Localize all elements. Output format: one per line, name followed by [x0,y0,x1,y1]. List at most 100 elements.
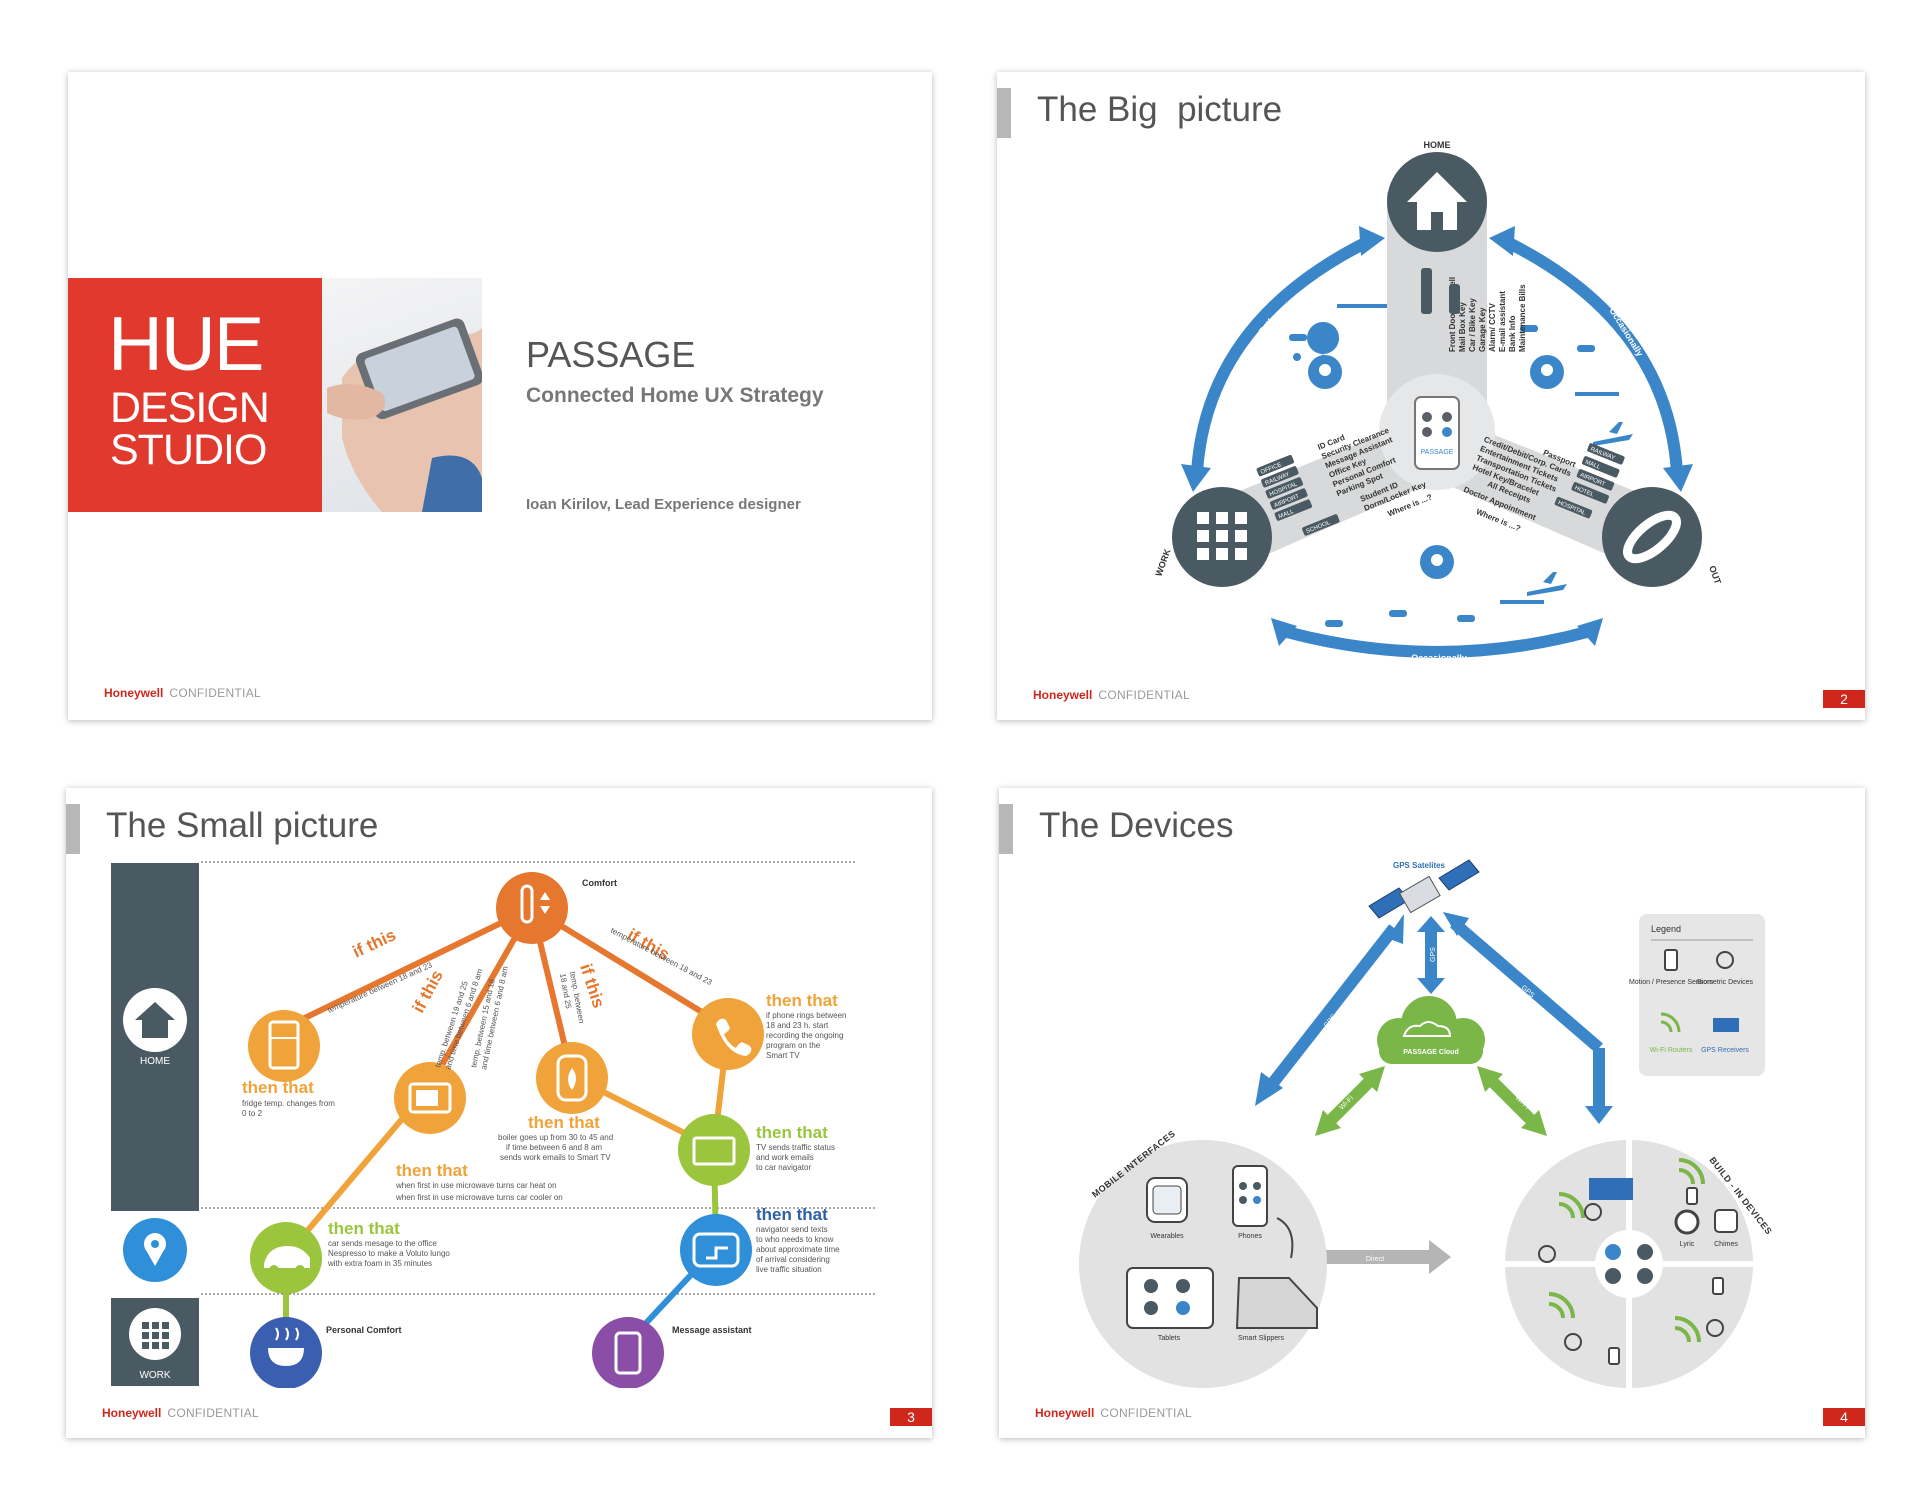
then-that-label: then that [242,1078,314,1097]
arrow-head [1443,912,1469,936]
action-text: TV sends traffic status [756,1143,835,1152]
home-item: Car / Bike Key [1468,298,1477,352]
office-building-icon [142,1322,169,1349]
then-that-label: then that [756,1123,828,1142]
footer: Honeywell CONFIDENTIAL [1033,688,1190,702]
action-text: car sends mesage to the office [328,1239,437,1248]
ring-icon [1623,510,1681,564]
then-that-label: then that [396,1161,468,1180]
action-text: 0 to 2 [242,1109,263,1118]
tablet-icon [1126,1267,1214,1329]
footer-confidential: CONFIDENTIAL [1100,1406,1192,1420]
device-label: Phones [1238,1233,1262,1240]
work-label: WORK [139,1370,170,1381]
legend-item: Biometric Devices [1697,979,1754,986]
out-label: OUT [1707,564,1723,586]
work-label: WORK [1153,547,1172,578]
message-assistant-label: Message assistant [672,1325,752,1335]
action-text: recording the ongoing [766,1031,843,1040]
plane-icon [1593,422,1633,446]
taxi-icon [1389,610,1407,617]
office-building-icon [1197,512,1247,560]
action-text: with extra foam in 35 minutes [327,1259,432,1268]
arrow-head [1429,1240,1451,1274]
mini-cloud-icon [1402,1021,1452,1037]
mobile-node [592,1317,664,1388]
action-text: if time between 6 and 8 am [506,1143,602,1152]
gps-label: GPS [1430,947,1437,962]
telephone-icon [716,1018,752,1056]
title-bar [66,804,80,854]
action-text: Smart TV [766,1051,800,1060]
location-pin-icon [1605,1244,1621,1260]
wifi-router-icons [1548,1158,1705,1343]
device-label: Tablets [1158,1335,1181,1342]
home-item: Mail Box Key [1458,302,1467,352]
car-icon [1457,615,1475,622]
logo-line-3: STUDIO [110,426,267,474]
footer-brand: Honeywell [1033,688,1093,702]
ring-icon [1637,1268,1653,1284]
title-bar [997,88,1011,138]
action-text: when first in use microwave turns car he… [395,1181,557,1190]
gps-receiver-icon [1713,1018,1739,1032]
hue-logo: HUE DESIGN STUDIO [68,278,322,512]
footer: Honeywell CONFIDENTIAL [1035,1406,1192,1420]
then-that-label: then that [328,1219,400,1238]
out-tag: MALL [1584,459,1601,471]
slide-devices[interactable]: The Devices GPS Satelites GPS GPS GPS [999,788,1865,1438]
cloud-icon [1377,996,1485,1064]
footer-brand: Honeywell [1035,1406,1095,1420]
footer-confidential: CONFIDENTIAL [1098,688,1190,702]
wifi-router-icon [1660,1012,1681,1033]
home-item: Garage Key [1478,307,1487,352]
satellite-icon [1368,859,1480,919]
arrow-head [1577,618,1603,646]
train-icon [1575,392,1619,396]
condition-text: temperature between 18 and 23 [609,926,714,987]
train-icon [1500,600,1544,604]
navigator-icon [692,1232,740,1268]
comfort-label: Comfort [582,878,617,888]
page-number: 4 [1823,1408,1865,1426]
footer-confidential: CONFIDENTIAL [169,686,261,700]
hand-phone-icon [327,318,482,512]
lyric-thermostat-icon [1674,1209,1700,1235]
arrow-label-bottom: Occasionally [1411,653,1467,663]
thermometer-icon [520,884,534,924]
action-text: if phone rings between [766,1011,847,1020]
car-icon [1577,345,1595,352]
home-item: Alarm/ CCTV [1488,302,1497,352]
action-text: sends work emails to Smart TV [500,1153,611,1162]
arrow-head [1359,226,1385,256]
arrow-head [1359,1066,1385,1092]
chimes-icon [1714,1209,1738,1233]
deck-subtitle: Connected Home UX Strategy [526,384,824,407]
boiler-icon [556,1054,588,1102]
action-text: when first in use microwave turns car co… [395,1193,563,1202]
small-picture-diagram: HOME WORK [111,861,876,1388]
arrow-head [1521,1110,1547,1136]
car-icon [264,1246,310,1268]
mobile-phone-icon [614,1331,642,1375]
then-that-label: then that [756,1205,828,1224]
slide-small-picture[interactable]: The Small picture HOME WORK [66,788,932,1438]
phone-hub-icon [1414,396,1460,470]
arrow-head [1477,1066,1503,1092]
tv-icon [692,1136,736,1166]
then-that-label: then that [766,991,838,1010]
phone-icon [1232,1165,1268,1227]
motion-sensor-icon [1664,949,1678,971]
fridge-node [248,1010,320,1082]
bike-icon [1293,353,1301,361]
device-label: Chimes [1714,1241,1738,1248]
wifi-links [1320,1071,1542,1131]
action-text: live traffic situation [756,1265,822,1274]
arrow-head [1489,226,1515,256]
slipper-icon [1235,1217,1318,1329]
deck-title: PASSAGE [526,334,696,375]
slide-title[interactable]: HUE DESIGN STUDIO PASSAGE Connected Home… [68,72,932,720]
biometric-device-icons [1538,1203,1724,1351]
slide-big-picture[interactable]: The Big picture PASSAGE HOME WORK [997,72,1865,720]
